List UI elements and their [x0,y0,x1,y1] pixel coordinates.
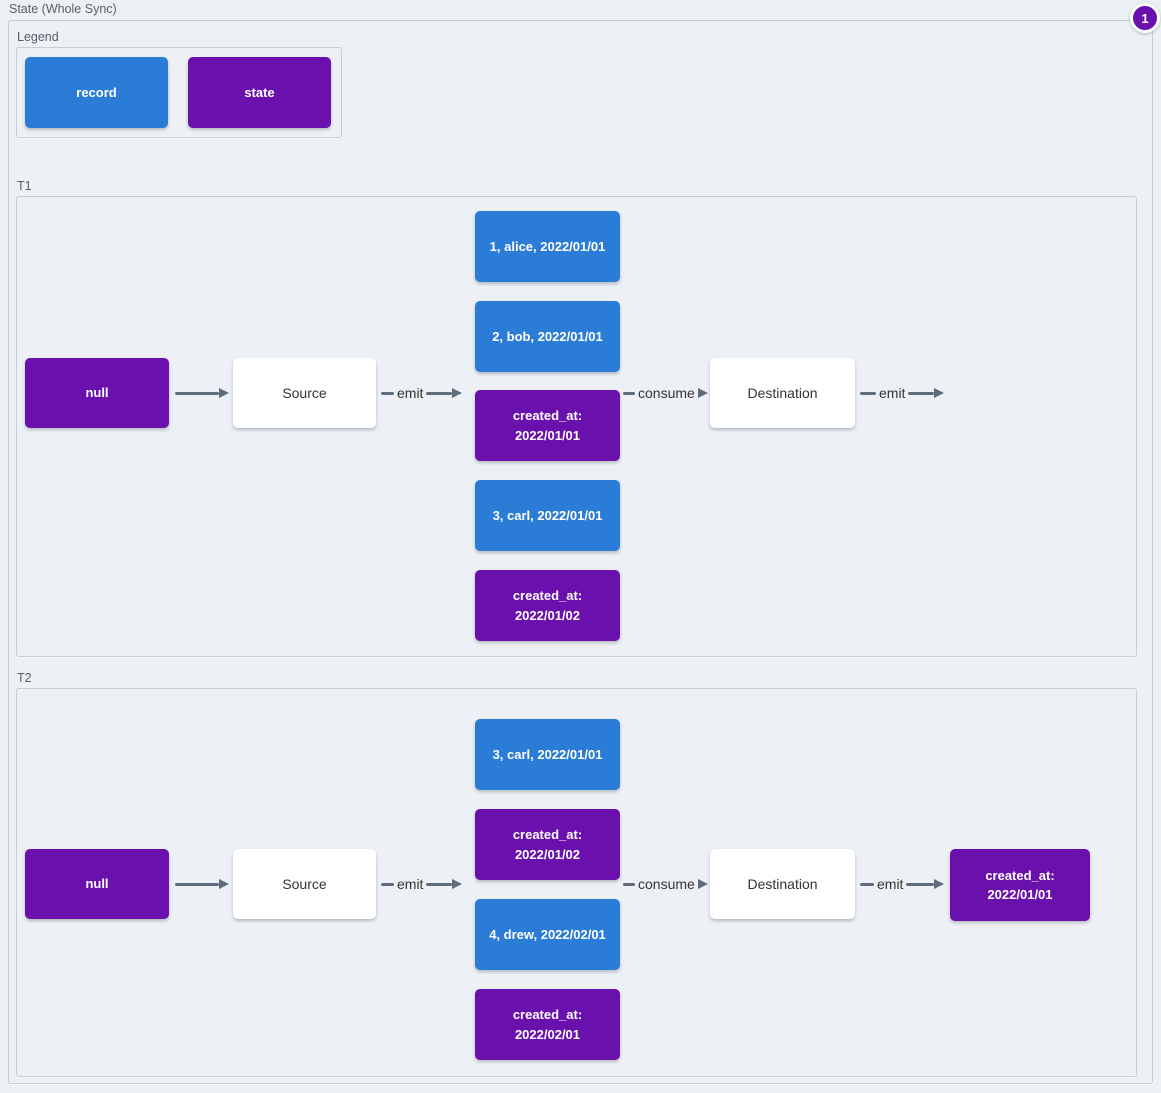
outer-group-border [8,20,1153,1084]
t1-null-to-source-arrow [175,386,229,400]
t1-destination-node: Destination [710,358,855,428]
t1-record-4: 3, carl, 2022/01/01 [475,480,620,551]
edge-label: emit [879,385,906,401]
edge-line [381,882,394,886]
edge-label: emit [397,385,424,401]
arrowhead-icon [934,388,944,398]
t1-record-1: 1, alice, 2022/01/01 [475,211,620,282]
legend-record-node: record [25,57,168,128]
edge-label: emit [877,876,904,892]
arrowhead-icon [219,879,229,889]
t2-output-state-node: created_at: 2022/01/01 [950,849,1090,921]
t1-label: T1 [17,179,32,193]
t2-record-1: 3, carl, 2022/01/01 [475,719,620,790]
arrowhead-icon [219,388,229,398]
t1-consume-edge: consume [623,385,708,401]
t2-record-3: 4, drew, 2022/02/01 [475,899,620,970]
arrowhead-icon [452,879,462,889]
edge-line [906,882,934,886]
t2-record-2: created_at: 2022/01/02 [475,809,620,880]
t1-record-2: 2, bob, 2022/01/01 [475,301,620,372]
t1-emit-edge: emit [381,385,462,401]
t2-input-state-node: null [25,849,169,919]
edge-line [381,391,394,395]
t2-emit-edge: emit [381,876,462,892]
t2-source-node: Source [233,849,376,919]
edge-line [426,882,452,886]
edge-label: emit [397,876,424,892]
annotation-badge: 1 [1130,3,1160,33]
t1-border [16,196,1137,657]
t2-emit-out-edge: emit [860,876,944,892]
edge-label: consume [638,876,695,892]
t2-consume-edge: consume [623,876,708,892]
t1-emit-out-edge: emit [860,385,944,401]
edge-label: consume [638,385,695,401]
edge-line [175,882,219,886]
t1-input-state-node: null [25,358,169,428]
edge-line [623,391,635,395]
arrowhead-icon [934,879,944,889]
t2-null-to-source-arrow [175,877,229,891]
arrowhead-icon [697,388,708,398]
arrowhead-icon [697,879,708,889]
legend-state-node: state [188,57,331,128]
edge-line [623,882,635,886]
arrowhead-icon [452,388,462,398]
edge-line [860,391,876,395]
edge-line [860,882,874,886]
diagram-title: State (Whole Sync) [9,2,117,16]
t1-source-node: Source [233,358,376,428]
t1-record-3: created_at: 2022/01/01 [475,390,620,461]
edge-line [426,391,452,395]
edge-line [175,391,219,395]
t2-record-4: created_at: 2022/02/01 [475,989,620,1060]
t2-label: T2 [17,671,32,685]
t2-destination-node: Destination [710,849,855,919]
legend-border [16,47,342,138]
t1-record-5: created_at: 2022/01/02 [475,570,620,641]
edge-line [908,391,934,395]
t2-border [16,688,1137,1077]
legend-label: Legend [17,30,59,44]
